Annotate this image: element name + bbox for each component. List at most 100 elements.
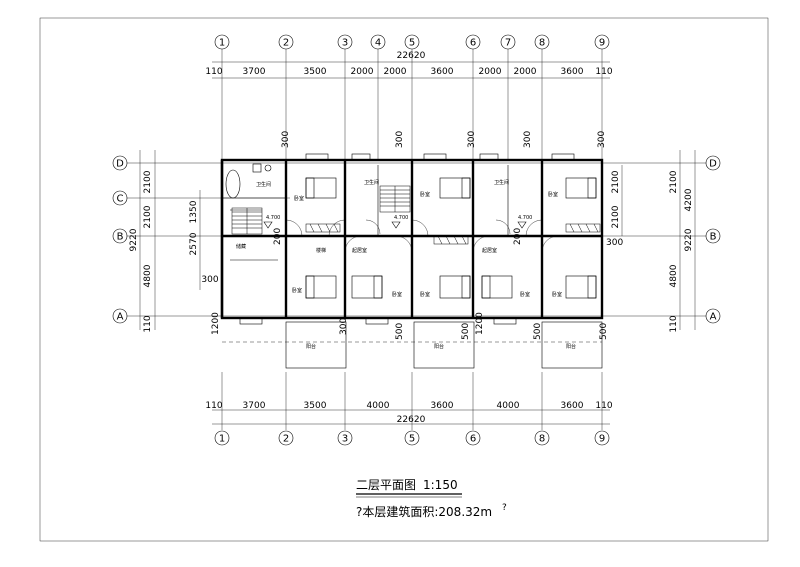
axis-bubble: 2 (278, 34, 294, 50)
bed-symbols (305, 177, 597, 299)
dim-segment: 2000 (351, 67, 374, 77)
svg-text:1200: 1200 (211, 312, 221, 335)
room-labels: 卫生间 卧室 卧室 储藏 楼梯 起居室 卫生间 卧室 卧室 卧室 起居室 卫生间… (236, 179, 576, 350)
door-swings (285, 219, 559, 253)
svg-text:6: 6 (470, 38, 476, 49)
svg-text:8: 8 (539, 434, 545, 445)
axis-bubble: D (705, 155, 721, 171)
dim-segment: 110 (205, 67, 222, 77)
axis-bubble: 1 (214, 34, 230, 50)
svg-text:3: 3 (342, 38, 348, 49)
windows-top (305, 153, 575, 161)
top-dimensions: 22620 110 3700 3500 2000 2000 3600 2000 … (205, 51, 613, 79)
area-suffix: ? (502, 503, 507, 513)
axis-bubble: A (705, 308, 721, 324)
axis-bubble: 6 (465, 430, 481, 446)
axis-bubble: 4 (370, 34, 386, 50)
dim-left-inner: 1350 (189, 200, 199, 223)
dim-left: 2100 (143, 170, 153, 193)
stair-center (379, 185, 411, 213)
room-label: 卧室 (294, 195, 304, 202)
dim-left-total: 9220 (129, 228, 139, 251)
dim-left: 110 (143, 315, 153, 332)
sheet-border (39, 17, 769, 542)
dim-left-inner: 2570 (189, 232, 199, 255)
right-axis-group: D B A (705, 155, 721, 324)
dim-segment: 3500 (304, 67, 327, 77)
bottom-axis-group: 1 2 3 5 6 8 9 (214, 430, 610, 446)
svg-text:300: 300 (606, 238, 623, 248)
room-label: 卫生间 (364, 179, 379, 186)
total-dim-bottom: 22620 (397, 415, 426, 425)
svg-text:1200: 1200 (475, 312, 485, 335)
axis-bubble: 6 (465, 34, 481, 50)
svg-text:9: 9 (599, 434, 605, 445)
svg-text:D: D (709, 159, 717, 170)
svg-text:300: 300 (395, 131, 405, 148)
svg-text:300: 300 (281, 131, 291, 148)
axis-bubble: B (112, 228, 128, 244)
dim-segment: 110 (205, 401, 222, 411)
dim-segment: 2000 (384, 67, 407, 77)
bottom-axis-leaders (221, 372, 603, 430)
room-label: 卧室 (552, 291, 562, 298)
svg-text:300: 300 (467, 131, 477, 148)
dim-right-inner: 2100 (611, 205, 621, 228)
dim-segment: 3500 (304, 401, 327, 411)
axis-bubble: 5 (404, 430, 420, 446)
bottom-dimensions: 110 3700 3500 4000 3600 4000 3600 110 22… (205, 401, 612, 425)
svg-text:500: 500 (395, 323, 405, 340)
level-mark: 4.700 (394, 215, 408, 221)
svg-text:B: B (117, 232, 124, 243)
axis-bubble: B (705, 228, 721, 244)
svg-text:3: 3 (342, 434, 348, 445)
left-dimensions: 2100 2100 4800 110 9220 1350 2570 300 (129, 150, 219, 333)
dim-segment: 3600 (431, 401, 454, 411)
dim-left: 4800 (143, 264, 153, 287)
total-dim-top: 22620 (397, 51, 426, 61)
top-axis-leaders (221, 49, 603, 160)
axis-bubble: 3 (337, 430, 353, 446)
drawing-scale: 1:150 (423, 478, 458, 492)
svg-text:300: 300 (523, 131, 533, 148)
level-marks: 4.700 4.700 4.700 (263, 215, 532, 229)
room-label: 楼梯 (316, 247, 326, 254)
svg-text:2: 2 (283, 38, 289, 49)
dim-segment: 3700 (243, 401, 266, 411)
axis-bubble: 8 (534, 34, 550, 50)
floor-area-text: ?本层建筑面积:208.32m (356, 504, 492, 519)
dim-right: 4800 (669, 264, 679, 287)
svg-text:500: 500 (533, 323, 543, 340)
axis-bubble: A (112, 308, 128, 324)
room-label: 阳台 (434, 343, 444, 350)
svg-text:9: 9 (599, 38, 605, 49)
svg-text:B: B (710, 232, 717, 243)
dim-left-inner: 300 (201, 275, 218, 285)
axis-bubble: 7 (500, 34, 516, 50)
svg-text:200: 200 (273, 228, 283, 245)
dim-right: 110 (669, 315, 679, 332)
svg-text:500: 500 (599, 323, 609, 340)
dim-segment: 3600 (561, 401, 584, 411)
axis-bubble: 1 (214, 430, 230, 446)
svg-text:1: 1 (219, 434, 225, 445)
stair-left (231, 207, 263, 235)
wardrobe-strips (305, 223, 601, 245)
svg-text:A: A (710, 312, 717, 323)
room-label: 储藏 (236, 243, 246, 250)
svg-text:6: 6 (470, 434, 476, 445)
svg-text:4: 4 (375, 38, 381, 49)
axis-bubble: 9 (594, 34, 610, 50)
windows-bottom (239, 317, 517, 325)
dim-segment: 3600 (431, 67, 454, 77)
axis-bubble: 8 (534, 430, 550, 446)
room-label: 阳台 (306, 343, 316, 350)
dim-segment: 2000 (479, 67, 502, 77)
axis-bubble: C (112, 190, 128, 206)
dim-segment: 4000 (367, 401, 390, 411)
dim-segment: 3700 (243, 67, 266, 77)
room-label: 卧室 (292, 287, 302, 294)
svg-text:500: 500 (461, 323, 471, 340)
svg-text:5: 5 (409, 38, 415, 49)
